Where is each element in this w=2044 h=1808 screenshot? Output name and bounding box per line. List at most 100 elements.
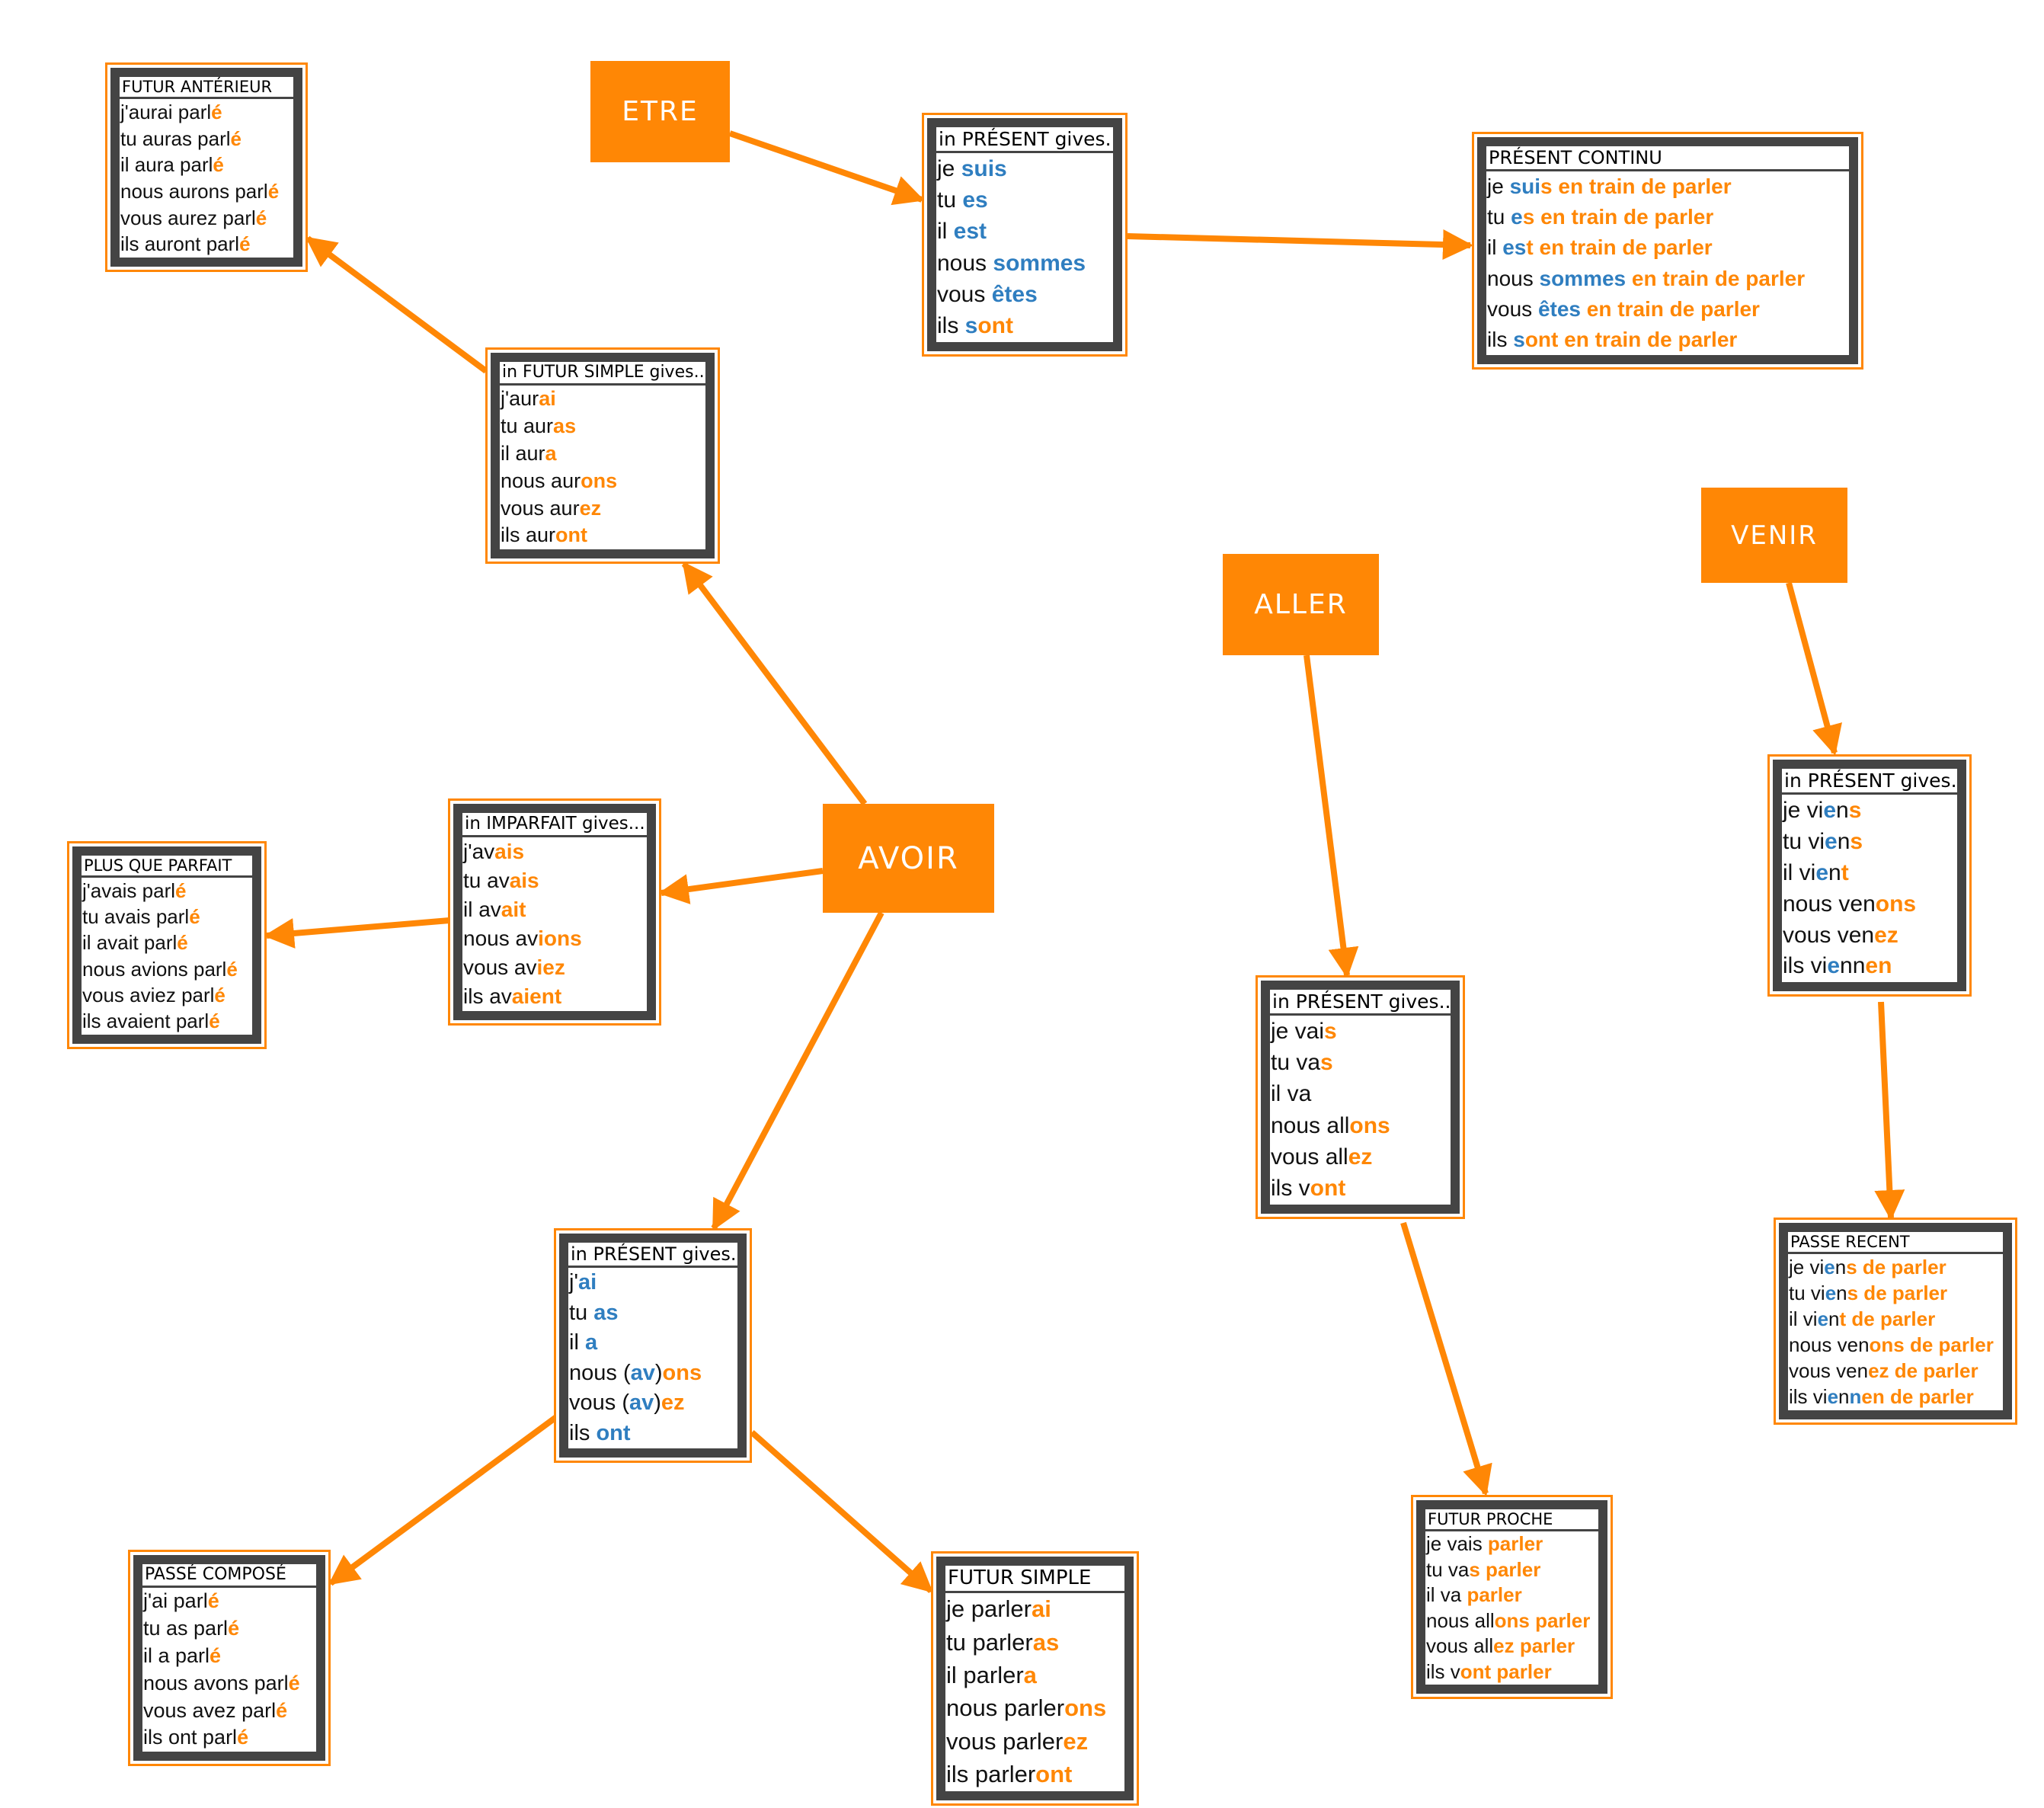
conjugation-row: nous sommes [937,251,1112,277]
conjugation-segment: nous ven [1789,1333,1870,1357]
conjugation-row: nous aurons [501,469,705,493]
conjugation-row: il vient [1783,860,1956,886]
conjugation-segment: e [1817,1307,1829,1331]
verb-aller-label: ALLER [1254,589,1348,620]
conjugation-row: j'avais [463,840,646,864]
conjugation-segment: vous aviez parl [82,984,215,1007]
conjugation-segment: n [1849,1385,1862,1409]
conjugation-segment: é [175,878,187,902]
conjugation-segment: ) [654,1360,663,1385]
conjugation-segment: ils vi [1783,953,1828,979]
conjugation-row: il vient de parler [1789,1307,2002,1331]
arrow-avoir-present-to-passe-compose [328,1414,558,1586]
conjugation-segment: s de parler [1847,1281,1948,1304]
conjugation-row: tu as [569,1301,737,1326]
conjugation-segment: n [1828,859,1841,885]
conjugation-row: tu es en train de parler [1487,205,1848,229]
verb-venir: VENIR [1701,488,1847,583]
conjugation-row: ils viennen [1783,953,1956,979]
conjugation-row: ils avaient parlé [82,1010,251,1033]
conjugation-segment: ils ont parl [143,1726,238,1749]
conjugation-row: je viens de parler [1789,1256,2002,1279]
conjugation-segment: il [1487,235,1503,260]
conjugation-segment: n [1828,1307,1840,1331]
conjugation-segment: ez [1874,922,1898,948]
conjugation-segment: é [211,101,222,124]
conjugation-segment: iez [536,955,565,979]
arrow-aller-present-to-futur-proche [1400,1221,1492,1496]
conjugation-segment: ils [937,313,965,339]
conjugation-segment: ) [654,1390,661,1416]
conjugation-segment: tu aur [501,414,554,437]
verb-aller: ALLER [1223,554,1379,655]
conjugation-segment: ons [1875,891,1917,917]
conjugation-segment: é [237,1726,249,1749]
conjugation-segment: j'av [463,839,495,863]
card-title: in IMPARFAIT gives... [462,813,647,837]
conjugation-segment: a [1023,1662,1037,1689]
conjugation-segment: nous all [1426,1608,1495,1632]
arrow-futur-simple-to-futur-anterieur [305,235,488,374]
conjugation-segment: é [255,206,267,229]
conjugation-row: j'aurai [501,387,705,411]
conjugation-segment: tu avais parl [82,905,190,929]
conjugation-row: je viens [1783,798,1956,824]
conjugation-segment: parler [1487,1532,1543,1556]
conjugation-segment: ez [579,496,602,520]
conjugation-row: ils vont [1271,1176,1450,1202]
conjugation-segment: é [267,179,280,203]
conjugation-segment: nous parler [946,1694,1065,1722]
conjugation-segment: é [230,126,242,150]
conjugation-row: tu parleras [946,1629,1124,1656]
conjugation-segment: t en train de parler [1526,235,1713,260]
arrow-avoir-to-futur-simple [681,561,868,806]
verb-etre: ETRE [590,61,730,162]
conjugation-row: vous êtes en train de parler [1487,297,1848,322]
arrow-etre-present-to-present-continu [1127,229,1473,261]
conjugation-segment: vous ven [1783,922,1875,948]
conjugation-segment: vous aur [501,496,580,520]
arrow-imparfait-to-plus-que-parfait [264,917,450,949]
conjugation-segment: j' [569,1270,578,1295]
conjugation-segment: n [1837,828,1850,854]
conjugation-segment: e [1825,828,1838,854]
conjugation-row: ils auront parlé [120,232,293,256]
conjugation-row: nous allons parler [1426,1609,1598,1633]
conjugation-segment: sommes [993,250,1086,276]
conjugation-row: je parlerai [946,1595,1124,1623]
conjugation-segment: s [1324,1018,1337,1044]
conjugation-segment: t de parler [1839,1307,1936,1331]
conjugation-row: vous êtes [937,282,1112,308]
conjugation-row: j'ai [569,1270,737,1295]
conjugation-row: il a parlé [143,1644,315,1668]
conjugation-row: vous venez de parler [1789,1359,2002,1383]
conjugation-row: ils ont [569,1421,737,1446]
conjugation-segment: é [276,1698,288,1722]
conjugation-segment: il vi [1783,859,1816,885]
conjugation-segment: ils [1487,327,1514,351]
conjugation-segment: e [1824,1255,1835,1278]
conjugation-segment: é [239,232,251,256]
conjugation-segment: ont parler [1460,1659,1552,1683]
conjugation-row: je vais parler [1426,1532,1598,1556]
conjugation-row: il avait [463,898,646,922]
conjugation-row: vous aviez [463,955,646,980]
conjugation-segment: s de parler [1846,1255,1946,1278]
conjugation-segment: e [1827,1385,1839,1409]
conjugation-segment: s [1320,1050,1333,1076]
card-title: in PRÉSENT gives... [1782,769,1957,795]
conjugation-segment: sommes [1539,266,1627,290]
verb-venir-label: VENIR [1731,520,1818,551]
conjugation-row: nous aurons parlé [120,180,293,203]
conjugation-segment: ons parler [1494,1608,1591,1632]
